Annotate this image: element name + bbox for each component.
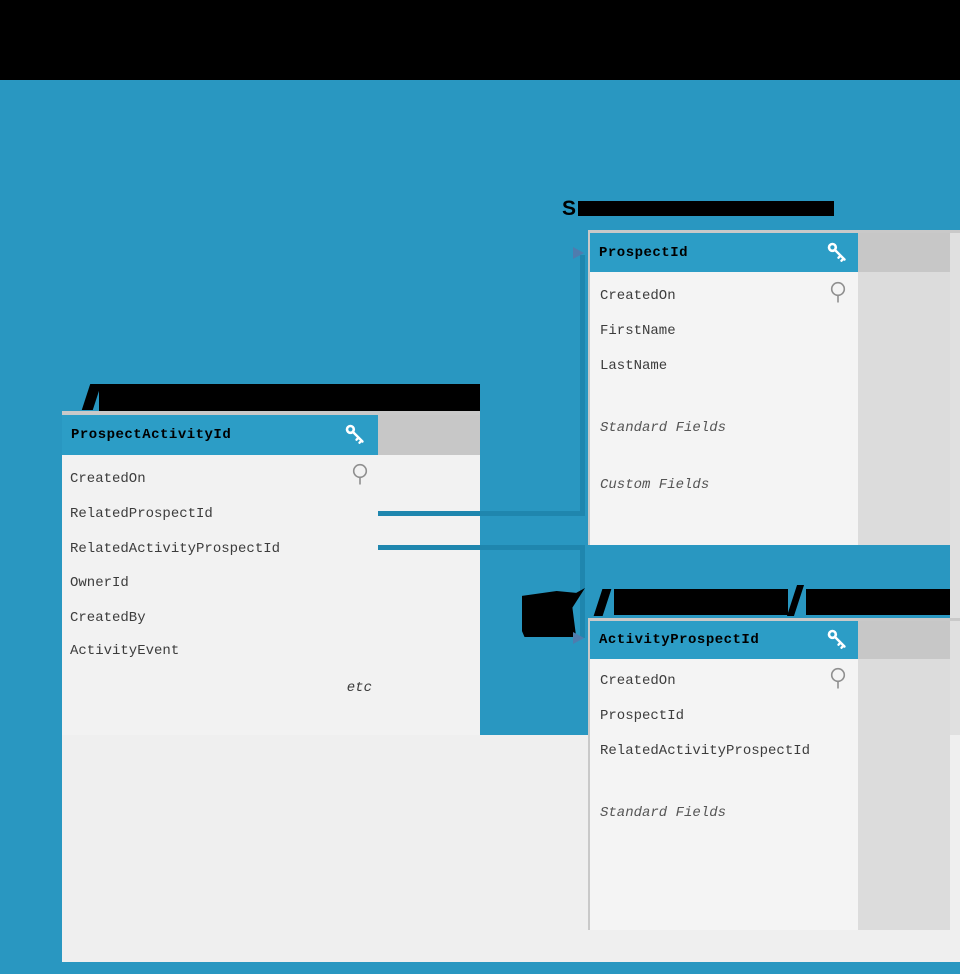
table-header-label: ProspectActivityId [71, 427, 232, 443]
field-row: ProspectId [600, 708, 685, 724]
table-rows-area [590, 272, 858, 545]
field-row: RelatedProspectId [70, 506, 213, 522]
table-header-side-block [858, 233, 950, 272]
magnifier-icon [352, 463, 368, 485]
table-side-column [858, 659, 950, 930]
table-header-label: ProspectId [599, 244, 689, 261]
redacted-label-activity-prospect [614, 589, 788, 615]
card-top-border [62, 411, 480, 415]
card-top-border [588, 618, 960, 621]
table-header-prospect: ProspectId [590, 233, 858, 272]
table-header-side-block [858, 621, 950, 659]
field-row: CreatedOn [70, 471, 146, 487]
table-side-column [858, 272, 950, 545]
field-row: LastName [600, 358, 668, 374]
key-icon [827, 242, 846, 262]
connector-arrowhead [573, 247, 584, 259]
card-left-border [588, 230, 590, 545]
key-icon [345, 424, 364, 444]
right-edge-strip [950, 232, 960, 962]
table-header-activity-prospect: ActivityProspectId [590, 621, 858, 659]
redacted-label-glyph [593, 589, 612, 616]
redacted-title-prospect [578, 201, 834, 216]
magnifier-icon [830, 281, 846, 303]
field-row: CreatedBy [70, 610, 146, 626]
field-row: RelatedActivityProspectId [600, 743, 811, 759]
table-header-label: ActivityProspectId [599, 632, 760, 648]
top-black-bar [0, 0, 960, 80]
connector-line-relatedprospectid-vertical [580, 255, 585, 516]
redacted-label-glyph [786, 585, 805, 616]
field-row: OwnerId [70, 575, 129, 591]
magnifier-icon [830, 667, 846, 689]
field-row: RelatedActivityProspectId [70, 541, 281, 557]
table-header-side-block [378, 415, 480, 455]
group-row: Standard Fields [600, 420, 727, 436]
key-icon [827, 629, 846, 649]
connector-line-relatedactivityprospectid [378, 545, 585, 550]
etc-label: etc [346, 680, 372, 696]
field-row: CreatedOn [600, 673, 676, 689]
title-fragment-s: S [562, 197, 577, 220]
table-rows-area [590, 659, 858, 930]
redacted-label-activity-prospect-2 [806, 589, 950, 615]
connector-line-relatedactivityprospectid-vertical [580, 548, 585, 638]
group-row: Standard Fields [600, 805, 727, 821]
connector-arrowhead [573, 632, 584, 644]
table-header-prospect-activity: ProspectActivityId [62, 415, 378, 455]
connector-line-relatedprospectid [378, 511, 585, 516]
field-row: ActivityEvent [70, 643, 180, 659]
group-row: Custom Fields [600, 477, 710, 493]
card-top-border [588, 230, 960, 233]
field-row: FirstName [600, 323, 676, 339]
card-left-border [588, 618, 590, 930]
field-row: CreatedOn [600, 288, 676, 304]
redacted-blob-icon [522, 588, 585, 637]
redacted-title-prospect-activity [99, 384, 480, 411]
